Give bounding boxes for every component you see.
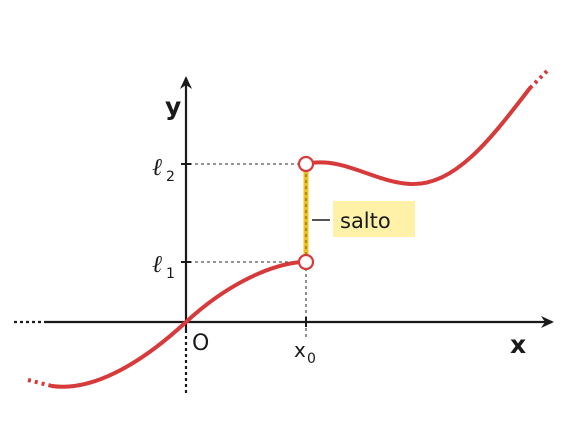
jump-label-box bbox=[333, 201, 415, 237]
curve-left-branch bbox=[50, 260, 303, 389]
l1-subscript: 1 bbox=[166, 266, 175, 282]
l2-subscript: 2 bbox=[166, 169, 175, 185]
curve-right-branch bbox=[309, 86, 532, 187]
curve-right-dotted bbox=[528, 68, 550, 90]
jump-label: salto bbox=[340, 209, 391, 233]
guide-lines bbox=[14, 163, 307, 395]
open-point-l1 bbox=[297, 253, 315, 271]
y-axis-label: y bbox=[165, 92, 181, 121]
open-point-l2 bbox=[297, 155, 315, 173]
x0-subscript: 0 bbox=[307, 351, 316, 367]
curve-left-dotted bbox=[27, 378, 53, 388]
origin-label: O bbox=[192, 331, 209, 356]
x-axis-label: x bbox=[510, 330, 526, 359]
x0-label: x bbox=[294, 338, 306, 362]
l1-label: ℓ bbox=[152, 250, 162, 278]
l2-label: ℓ bbox=[152, 153, 162, 181]
